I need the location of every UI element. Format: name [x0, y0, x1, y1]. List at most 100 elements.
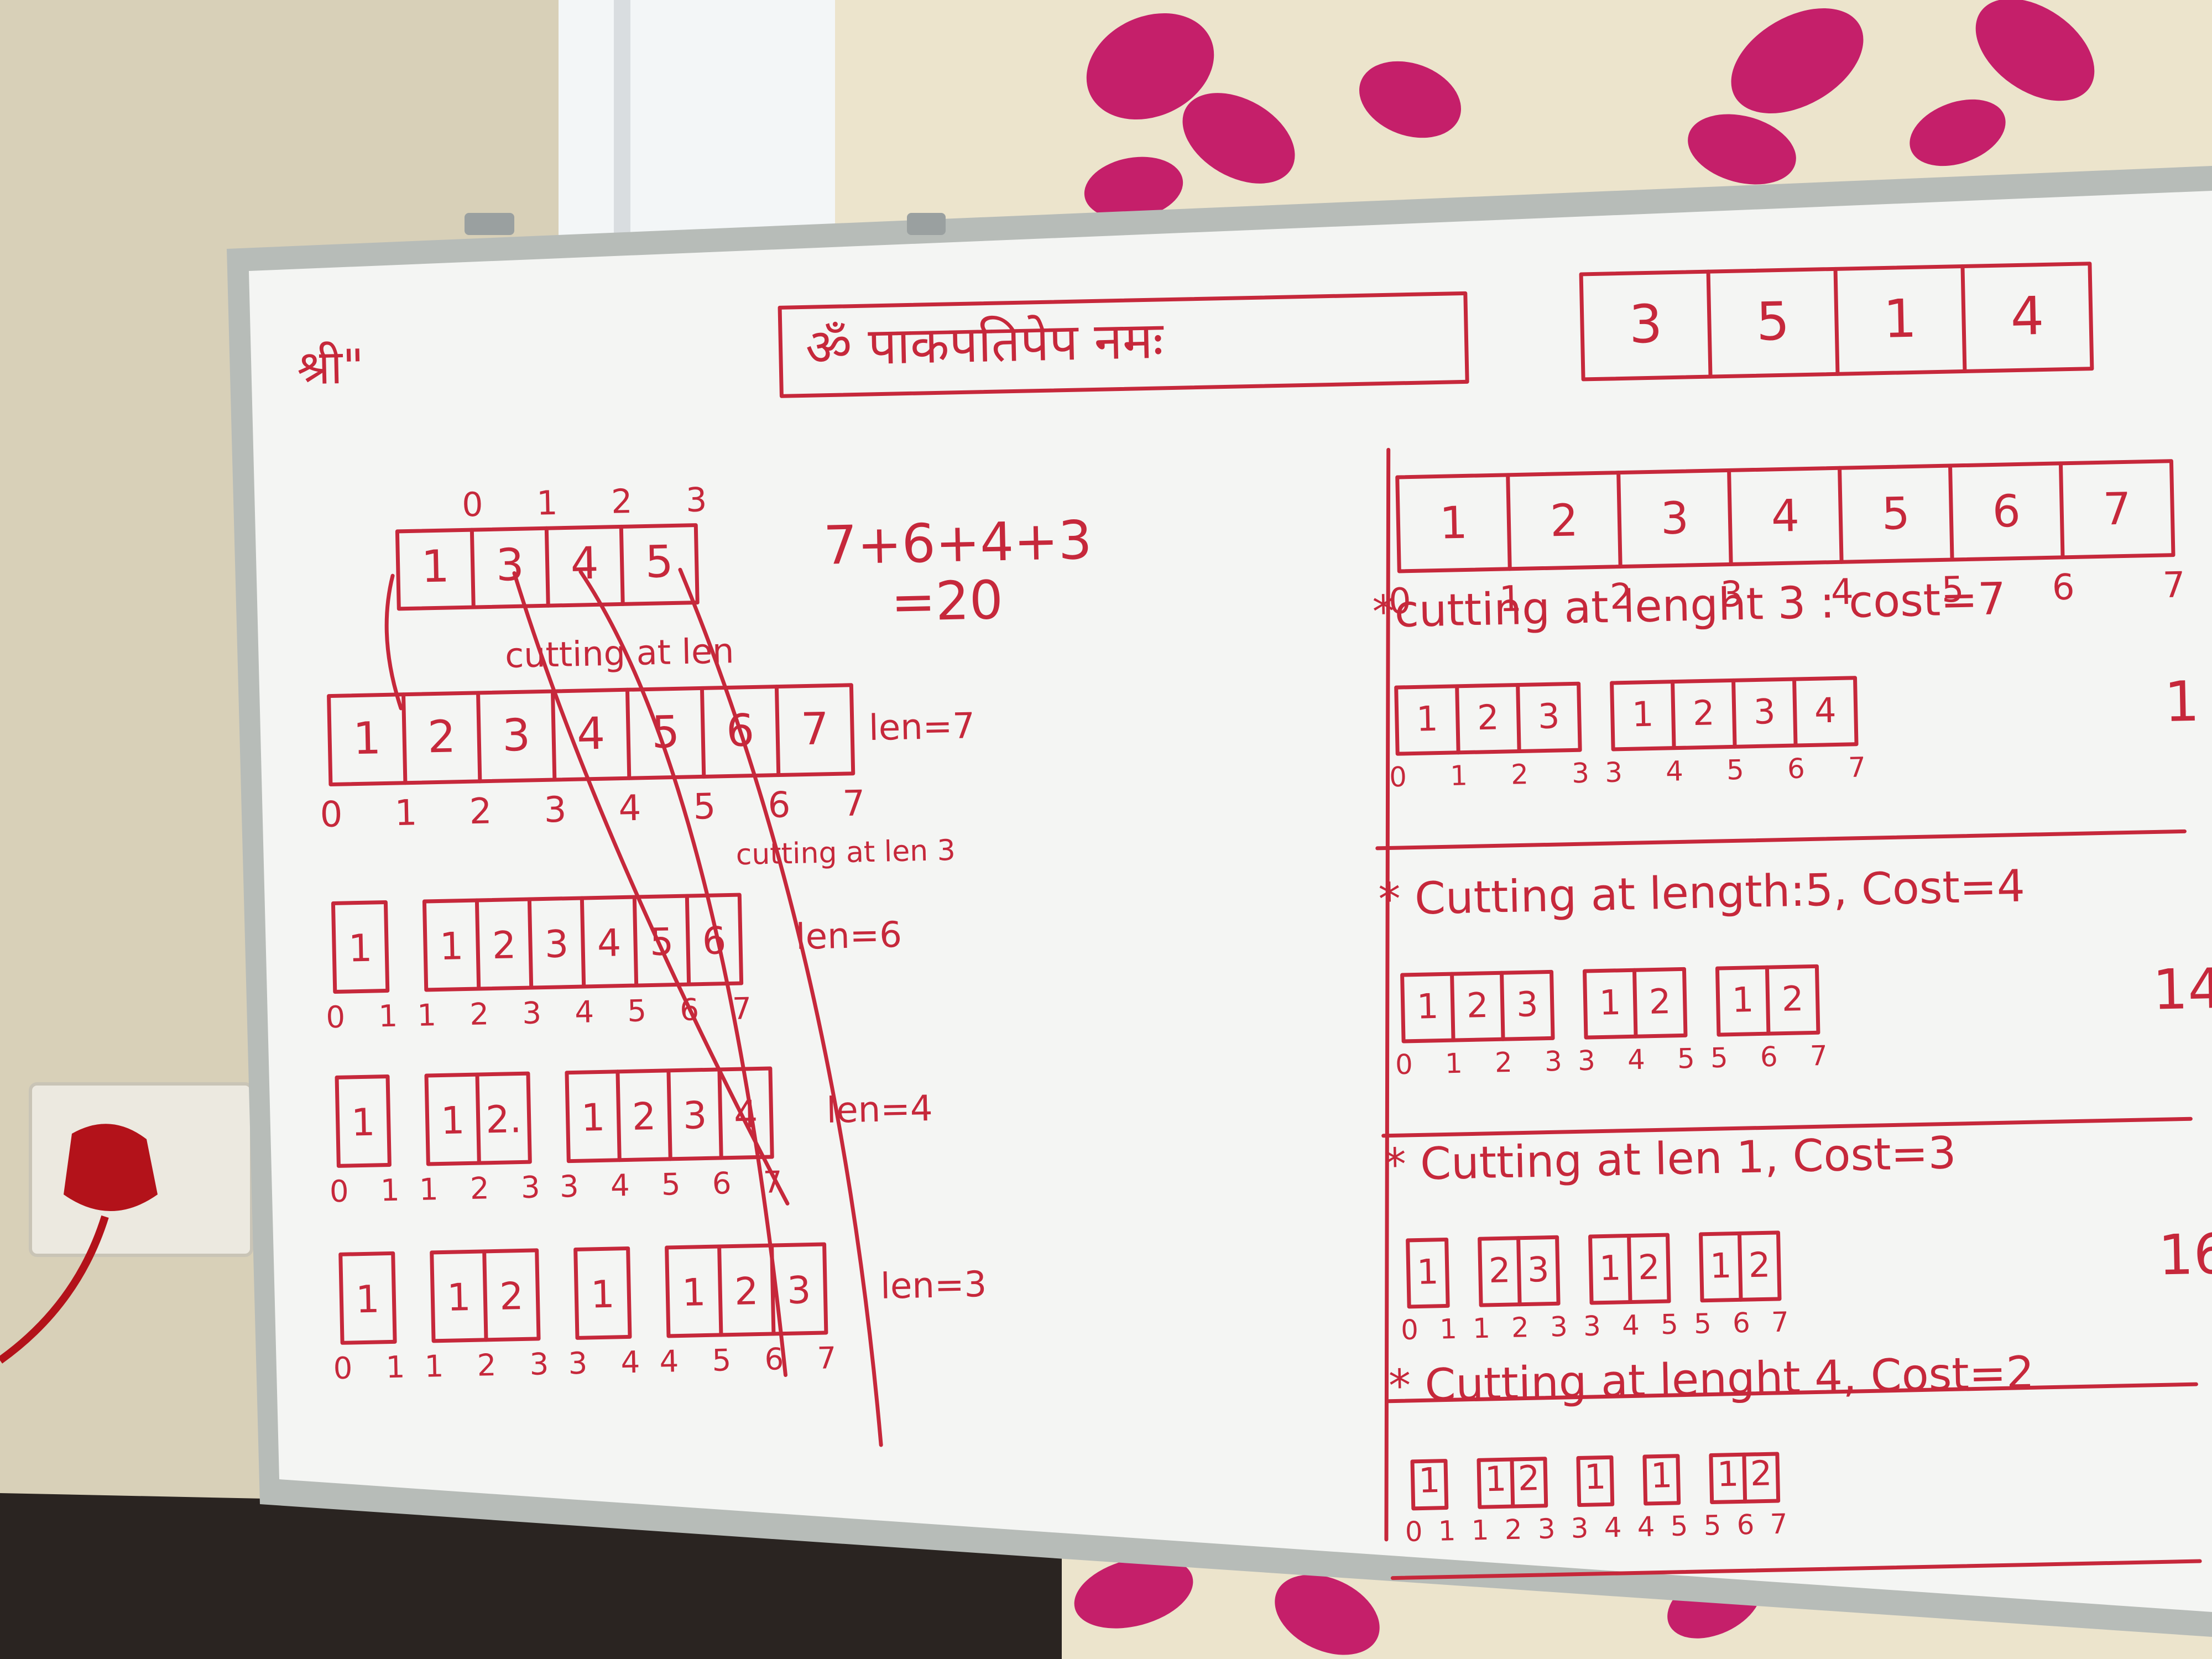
array-cell-value: 5	[1881, 488, 1911, 540]
index-label: 0	[1395, 1048, 1413, 1081]
array-outline	[1410, 1459, 1449, 1511]
curtain-flowers	[1074, 0, 2095, 1655]
step-separator	[1387, 1382, 2198, 1404]
array-outline	[331, 900, 390, 994]
array-outline	[1394, 681, 1582, 756]
cell-divider	[1833, 267, 1840, 376]
index-label: 0	[329, 1174, 349, 1209]
cell-divider	[544, 526, 550, 608]
cell-divider	[615, 1070, 622, 1162]
array-cell-value: 1	[1416, 698, 1438, 739]
index-label: 4	[618, 788, 641, 830]
sum-total: =20	[890, 569, 1004, 633]
array-cell-value: 1	[1631, 694, 1654, 735]
index-label: 1	[1499, 578, 1522, 620]
array-cell-value: 1	[1418, 1460, 1441, 1501]
cell-divider	[1500, 971, 1505, 1041]
index-label: 3	[544, 790, 567, 831]
link-line	[678, 567, 883, 1447]
array-outline	[1642, 1454, 1681, 1506]
index-label: 2	[477, 1348, 497, 1383]
cell-divider	[1627, 1234, 1632, 1305]
array-cell-value: 4	[2010, 286, 2045, 347]
index-label: 7	[1771, 1306, 1789, 1338]
cell-divider	[1742, 1452, 1747, 1504]
array-cell-value: 3	[544, 922, 569, 967]
array-cell-value: 1	[1650, 1455, 1673, 1496]
divider-line	[1384, 447, 1391, 1542]
cell-divider	[1510, 1457, 1515, 1509]
index-label: 1	[385, 1350, 405, 1385]
index-label: 3	[520, 1170, 540, 1205]
cell-divider	[474, 898, 481, 991]
array-cell-value: 2	[492, 924, 517, 968]
index-label: 3	[1605, 757, 1623, 789]
array-cell-value: 7	[2103, 483, 2132, 535]
hanging-clip	[465, 213, 514, 235]
array-cell-value: 3	[1629, 294, 1663, 355]
array-cell-value: 3	[786, 1269, 811, 1313]
index-label: 2	[1504, 1514, 1522, 1546]
index-label: 1	[378, 999, 398, 1034]
index-label: 7	[817, 1340, 837, 1376]
index-label: 2	[1495, 1046, 1513, 1079]
index-label: 1	[419, 1172, 439, 1207]
cell-divider	[551, 689, 557, 782]
outlet	[0, 1082, 253, 1364]
row-length-tag: len=7	[868, 706, 975, 749]
index-label: 3	[522, 995, 542, 1031]
array-cell-value: 3	[495, 539, 525, 591]
cell-divider	[401, 692, 408, 785]
array-cell-value: 2	[1748, 1244, 1771, 1285]
index-label: 5	[627, 993, 647, 1029]
index-label: 5	[1694, 1307, 1712, 1340]
header-text: ॐ पाकपतिपेप नमः	[805, 311, 1164, 378]
index-label: 7	[763, 1165, 782, 1200]
array-cell-value: 2	[427, 711, 456, 763]
array-cell-value: 1	[1731, 979, 1754, 1020]
cell-divider	[1450, 972, 1455, 1042]
index-label: 1	[1473, 1312, 1491, 1345]
array-outline	[327, 683, 855, 787]
array-cell-value: 1	[421, 540, 450, 592]
array-cell-value: 1	[356, 1277, 380, 1322]
red-plug	[64, 1124, 158, 1211]
array-cell-value: 3	[1527, 1249, 1550, 1290]
array-cell-value: 4	[1814, 690, 1837, 731]
window-frame	[614, 0, 630, 238]
index-label: 5	[1941, 570, 1964, 611]
array-cell-value: 2.	[485, 1098, 522, 1142]
cell-divider	[717, 1244, 723, 1337]
index-label: 4	[1604, 1511, 1622, 1544]
index-label: 2	[1511, 758, 1529, 791]
index-label: 0	[1401, 1313, 1419, 1346]
index-label: 6	[712, 1166, 732, 1201]
index-label: 7	[1848, 751, 1866, 784]
window	[559, 0, 846, 238]
index-label: 2	[1511, 1311, 1530, 1344]
array-cell-value: 1	[1484, 1458, 1507, 1499]
corner-mark: श्री"	[296, 340, 364, 396]
cell-divider	[1727, 468, 1733, 566]
index-label: 6	[1736, 1509, 1755, 1541]
index-label: 4	[1830, 572, 1854, 613]
cut-index-label: 2	[611, 482, 633, 521]
row-length-tag: len=4	[826, 1088, 933, 1131]
array-cell-value: 3	[1753, 691, 1776, 732]
index-label: 5	[1677, 1042, 1695, 1075]
index-label: 0	[326, 1000, 346, 1035]
array-cell-value: 3	[502, 709, 531, 761]
hanging-clip	[907, 213, 946, 235]
